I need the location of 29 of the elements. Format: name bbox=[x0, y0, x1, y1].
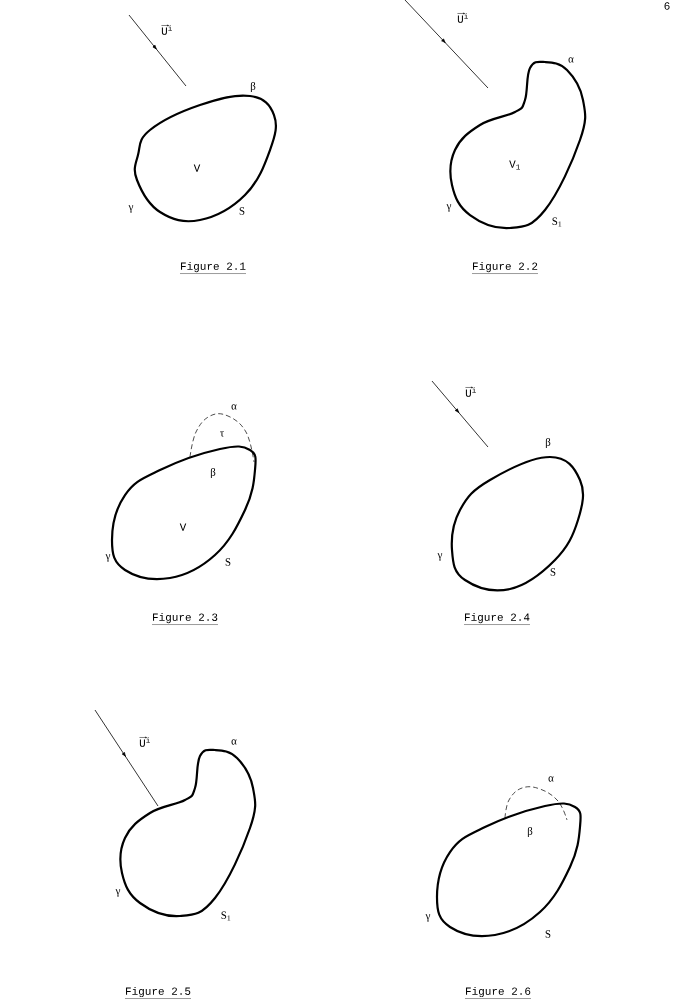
boundary-label: S bbox=[239, 207, 245, 215]
boundary-label: α bbox=[231, 739, 237, 745]
boundary-label: S bbox=[550, 568, 556, 576]
boundary-outline bbox=[119, 748, 257, 918]
boundary-label: γ bbox=[446, 204, 452, 212]
boundary-label: γ bbox=[437, 553, 443, 561]
figure-caption: Figure 2.6 bbox=[464, 986, 532, 999]
boundary-label: S bbox=[545, 930, 551, 938]
dashed-arc bbox=[504, 786, 568, 821]
figure-caption: Figure 2.2 bbox=[471, 261, 539, 274]
vector-label: U$^{i}$ bbox=[161, 24, 172, 35]
boundary-label: S bbox=[225, 558, 231, 566]
boundary-label: α bbox=[568, 57, 574, 63]
boundary-label: γ bbox=[105, 554, 111, 562]
boundary-label: β bbox=[545, 437, 551, 449]
vector-label: U$^{i}$ bbox=[457, 12, 468, 23]
boundary-label: S$_{1}$ bbox=[221, 911, 231, 921]
boundary-label: γ bbox=[128, 205, 134, 213]
boundary-outline bbox=[450, 455, 585, 592]
boundary-label: S$_{1}$ bbox=[552, 217, 562, 227]
boundary-label: γ bbox=[425, 914, 431, 922]
figure-caption: Figure 2.5 bbox=[124, 986, 192, 999]
page-number: 6 bbox=[664, 2, 670, 10]
region-outline: τ bbox=[189, 413, 255, 463]
boundary-label: γ bbox=[115, 889, 121, 897]
boundary-label: α bbox=[231, 404, 237, 410]
boundary-label: β bbox=[250, 81, 256, 93]
vector-label: U$^{i}$ bbox=[465, 386, 476, 397]
boundary-label: α bbox=[548, 776, 554, 782]
